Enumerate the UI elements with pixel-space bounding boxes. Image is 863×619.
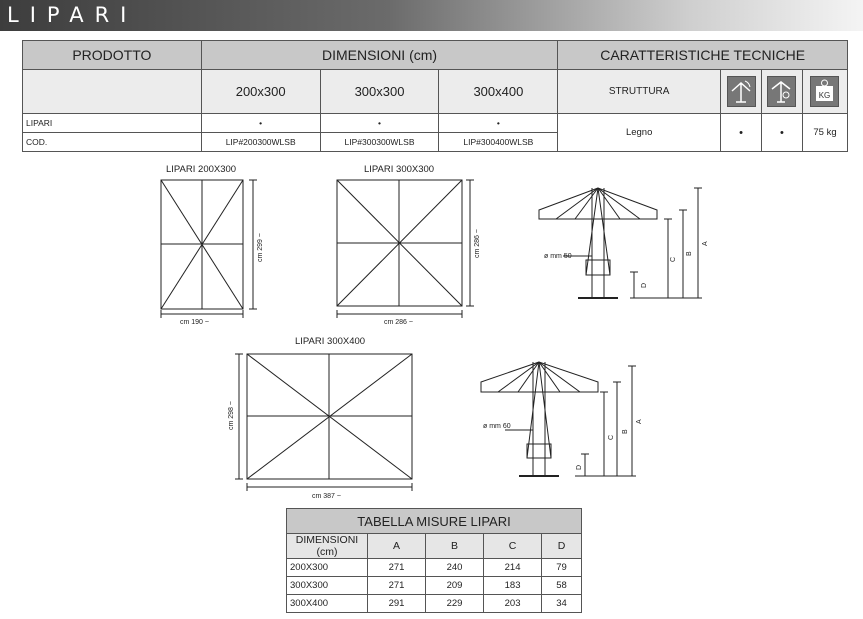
- size-header: 300x300: [319, 69, 440, 114]
- side-view-1-drawing: [538, 187, 702, 299]
- size-table-header: C: [483, 533, 543, 559]
- plan-300x300-drawing: [336, 179, 474, 318]
- plan3-width-label: cm 387 ~: [312, 493, 341, 500]
- weight-kg-icon: KG: [810, 76, 840, 107]
- umbrella-tilt-icon: [726, 76, 756, 107]
- size-cell: 240: [425, 558, 485, 577]
- side1-label-d: D: [641, 283, 648, 288]
- side-view-2-drawing: [480, 361, 636, 477]
- side2-label-b: B: [622, 429, 629, 434]
- size-table-header: B: [425, 533, 485, 559]
- side2-label-c: C: [608, 435, 615, 440]
- size-cell: 214: [483, 558, 543, 577]
- size-cell: 300X300: [286, 576, 368, 595]
- tilt-mark: •: [720, 113, 762, 152]
- table-row: 200X300 271 240 214 79: [286, 558, 582, 577]
- header-bar: LIPARI: [0, 0, 863, 31]
- plan2-width-label: cm 286 ~: [384, 319, 413, 326]
- plan3-height-label: cm 298 ~: [228, 401, 235, 430]
- plan-300x400-drawing: [235, 353, 413, 491]
- size-table-header: A: [366, 533, 427, 559]
- size-table: TABELLA MISURE LIPARI DIMENSIONI (cm) A …: [286, 508, 582, 613]
- size-table-header: D: [541, 533, 582, 559]
- kg-label: KG: [819, 91, 831, 100]
- product-code: LIP#300400WLSB: [438, 132, 559, 152]
- plan1-width-label: cm 190 ~: [180, 319, 209, 326]
- weight-icon-cell: KG: [801, 69, 849, 114]
- empty-cell: [22, 69, 202, 114]
- size-table-header: DIMENSIONI (cm): [286, 533, 368, 559]
- plan2-title: LIPARI 300X300: [364, 164, 435, 175]
- size-cell: 183: [483, 576, 543, 595]
- table-row: 300X400 291 229 203 34: [286, 594, 582, 613]
- umbrella-crank-icon: [767, 76, 797, 107]
- dimensions-header: DIMENSIONI (cm): [200, 40, 559, 70]
- size-cell: 291: [366, 594, 427, 613]
- side2-pole-label: ø mm 60: [483, 423, 511, 430]
- size-cell: 209: [425, 576, 485, 595]
- plan3-title: LIPARI 300X400: [295, 336, 366, 347]
- side1-label-c: C: [670, 257, 677, 262]
- crank-icon-cell: [761, 69, 803, 114]
- size-cell: 34: [541, 594, 582, 613]
- size-cell: 271: [366, 558, 427, 577]
- size-cell: 300X400: [286, 594, 368, 613]
- structure-header: STRUTTURA: [557, 69, 722, 114]
- side1-label-b: B: [686, 251, 693, 256]
- size-header: 300x400: [438, 69, 559, 114]
- tilt-icon-cell: [720, 69, 762, 114]
- plan1-height-label: cm 299 ~: [257, 233, 264, 262]
- plan2-height-label: cm 286 ~: [474, 229, 481, 258]
- size-cell: 203: [483, 594, 543, 613]
- size-cell: 200X300: [286, 558, 368, 577]
- size-cell: 79: [541, 558, 582, 577]
- weight-value: 75 kg: [801, 113, 849, 152]
- side2-label-a: A: [636, 419, 643, 424]
- size-cell: 58: [541, 576, 582, 595]
- size-table-title: TABELLA MISURE LIPARI: [286, 508, 582, 534]
- plan-200x300-drawing: [160, 179, 257, 318]
- side1-label-a: A: [702, 241, 709, 246]
- structure-value: Legno: [557, 113, 722, 152]
- size-cell: 229: [425, 594, 485, 613]
- crank-mark: •: [761, 113, 803, 152]
- side1-pole-label: ø mm 50: [544, 253, 572, 260]
- spec-table: PRODOTTO DIMENSIONI (cm) CARATTERISTICHE…: [22, 40, 849, 152]
- page-title: LIPARI: [7, 3, 138, 27]
- product-header: PRODOTTO: [22, 40, 202, 70]
- plan1-title: LIPARI 200X300: [166, 164, 237, 175]
- size-cell: 271: [366, 576, 427, 595]
- size-header: 200x300: [200, 69, 321, 114]
- table-row: 300X300 271 209 183 58: [286, 576, 582, 595]
- side2-label-d: D: [576, 465, 583, 470]
- features-header: CARATTERISTICHE TECNICHE: [557, 40, 848, 70]
